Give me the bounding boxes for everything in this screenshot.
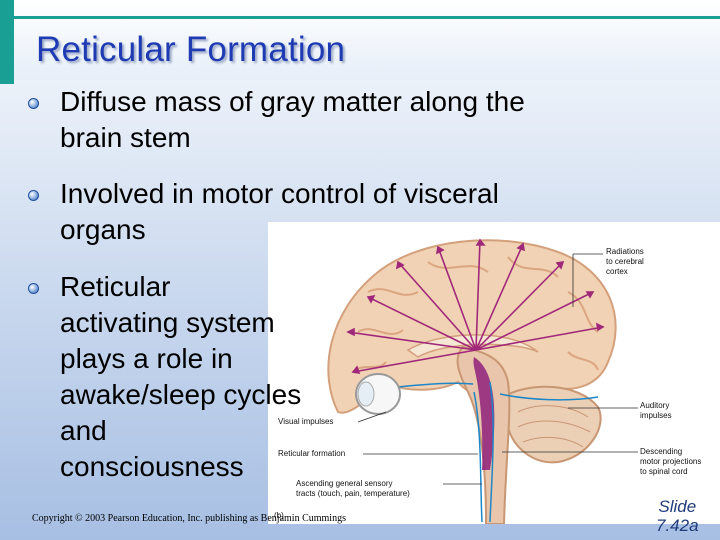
slide-label: Slide (658, 497, 697, 516)
accent-bar-vertical (0, 0, 14, 84)
bullet-text: Involved in motor control of visceral (60, 178, 499, 209)
bullet-icon (28, 98, 39, 109)
slide-number: Slide 7.42a (656, 497, 699, 535)
bullet-text: Diffuse mass of gray matter along the (60, 86, 525, 117)
label-radiations: Radiations (606, 247, 644, 256)
reticular-formation-core (473, 357, 495, 470)
label-reticular: Reticular formation (278, 449, 345, 458)
radiation-arrows (346, 238, 605, 375)
label-auditory: Auditory (640, 401, 669, 410)
cerebrum-shape (327, 239, 617, 414)
slide-number-value: 7.42a (656, 516, 699, 535)
label-auditory: impulses (640, 411, 672, 420)
corpus-callosum (406, 334, 539, 358)
brain-diagram: Radiations to cerebral cortex Auditory i… (274, 238, 701, 524)
label-descending: motor projections (640, 457, 701, 466)
slide-title: Reticular Formation (36, 30, 346, 69)
label-radiations: cortex (606, 267, 628, 276)
label-radiations: to cerebral (606, 257, 644, 266)
title-bar (0, 0, 720, 80)
label-ascending: tracts (touch, pain, temperature) (296, 489, 410, 498)
bullet-icon (28, 283, 39, 294)
brain-figure: Radiations to cerebral cortex Auditory i… (268, 222, 720, 524)
label-descending: Descending (640, 447, 682, 456)
label-visual: Visual impulses (278, 417, 333, 426)
bullet-text: organs (60, 214, 146, 245)
label-descending: to spinal cord (640, 467, 688, 476)
bullet-text: Reticular (60, 271, 171, 302)
bullet-text: brain stem (60, 122, 191, 153)
label-panel: (b) (274, 511, 284, 520)
accent-bar-horizontal (14, 16, 720, 19)
eye-lens (357, 381, 375, 407)
bullet-icon (28, 190, 39, 201)
label-ascending: Ascending general sensory (296, 479, 393, 488)
bullet-text: awake/sleep cycles (60, 379, 302, 410)
bullet-text: activating system (60, 307, 275, 338)
cerebellum-folia (517, 405, 591, 448)
leader-lines (357, 253, 638, 485)
bullet-text: and (60, 415, 107, 446)
ascending-tracts (397, 381, 599, 523)
copyright-text: Copyright © 2003 Pearson Education, Inc.… (32, 513, 346, 524)
bullet-text: consciousness (60, 451, 244, 482)
bullet-text: plays a role in (60, 343, 233, 374)
